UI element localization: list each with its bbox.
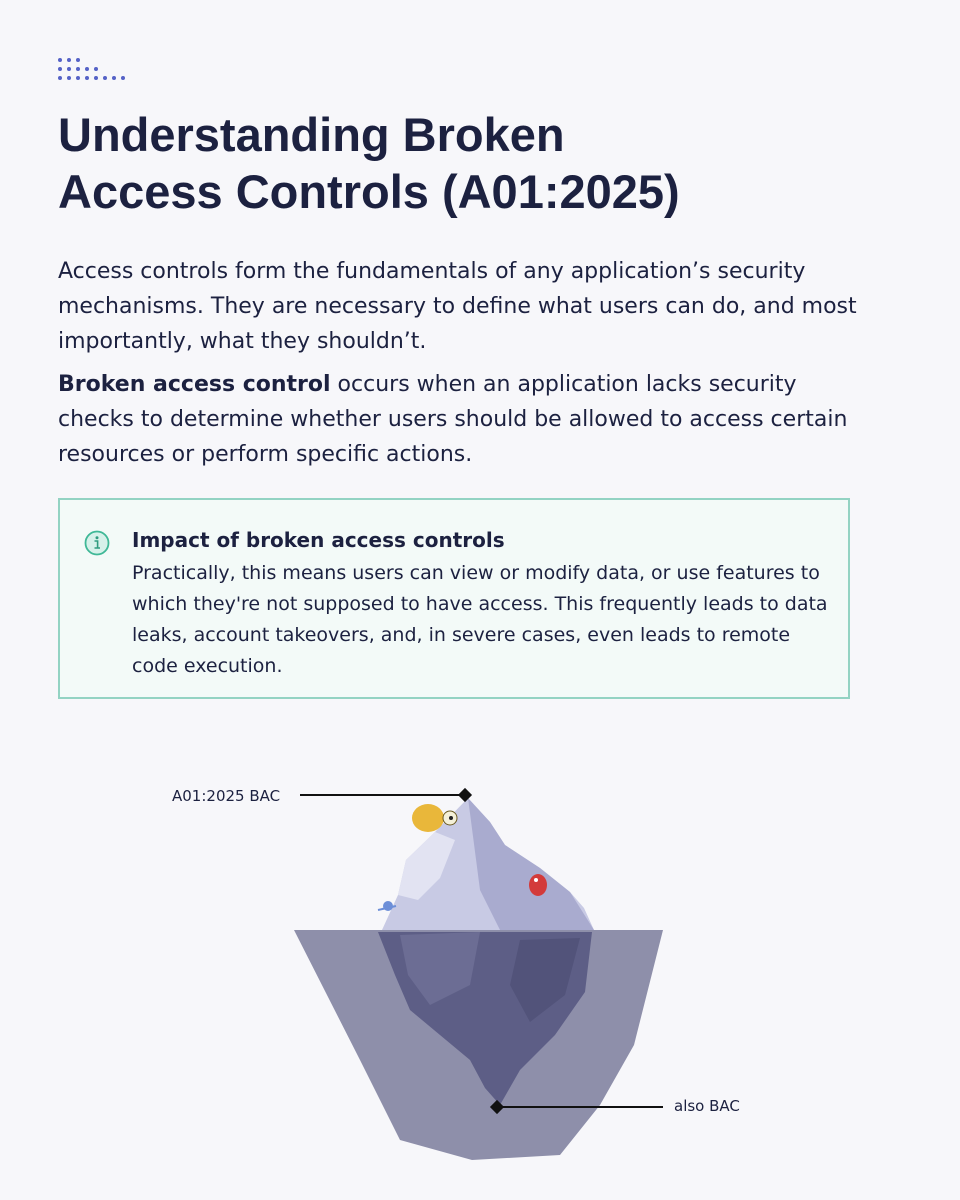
title-line-2: Access Controls (A01:2025) xyxy=(58,165,680,218)
intro-paragraph: Access controls form the fundamentals of… xyxy=(58,259,857,354)
label-a01-bac: A01:2025 BAC xyxy=(172,787,281,805)
definition-paragraph: Broken access control occurs when an app… xyxy=(58,367,878,472)
iceberg-tip-shadow xyxy=(468,798,594,930)
callout-title: Impact of broken access controls xyxy=(132,528,505,552)
top-leader-marker xyxy=(457,787,473,803)
label-also-bac: also BAC xyxy=(674,1097,740,1115)
underwater-ice-facet-2 xyxy=(510,938,580,1022)
underwater-ice-facet xyxy=(400,932,480,1005)
page-title: Understanding Broken Access Controls (A0… xyxy=(58,106,918,220)
bottom-leader-marker xyxy=(489,1099,505,1115)
iceberg-svg xyxy=(294,787,663,1160)
impact-callout: Impact of broken access controls Practic… xyxy=(58,498,850,699)
definition-term: Broken access control xyxy=(58,372,331,397)
info-icon xyxy=(84,530,110,556)
decorative-dots xyxy=(58,58,128,90)
blue-character xyxy=(377,901,397,911)
yellow-character xyxy=(412,804,458,832)
callout-body: Practically, this means users can view o… xyxy=(132,562,828,677)
iceberg-illustration: A01:2025 BAC also BAC xyxy=(0,760,960,1200)
title-line-1: Understanding Broken xyxy=(58,108,565,161)
iceberg-tip-highlight xyxy=(398,832,455,900)
definition-text: occurs when an application lacks securit… xyxy=(58,372,848,467)
red-character xyxy=(529,874,547,896)
